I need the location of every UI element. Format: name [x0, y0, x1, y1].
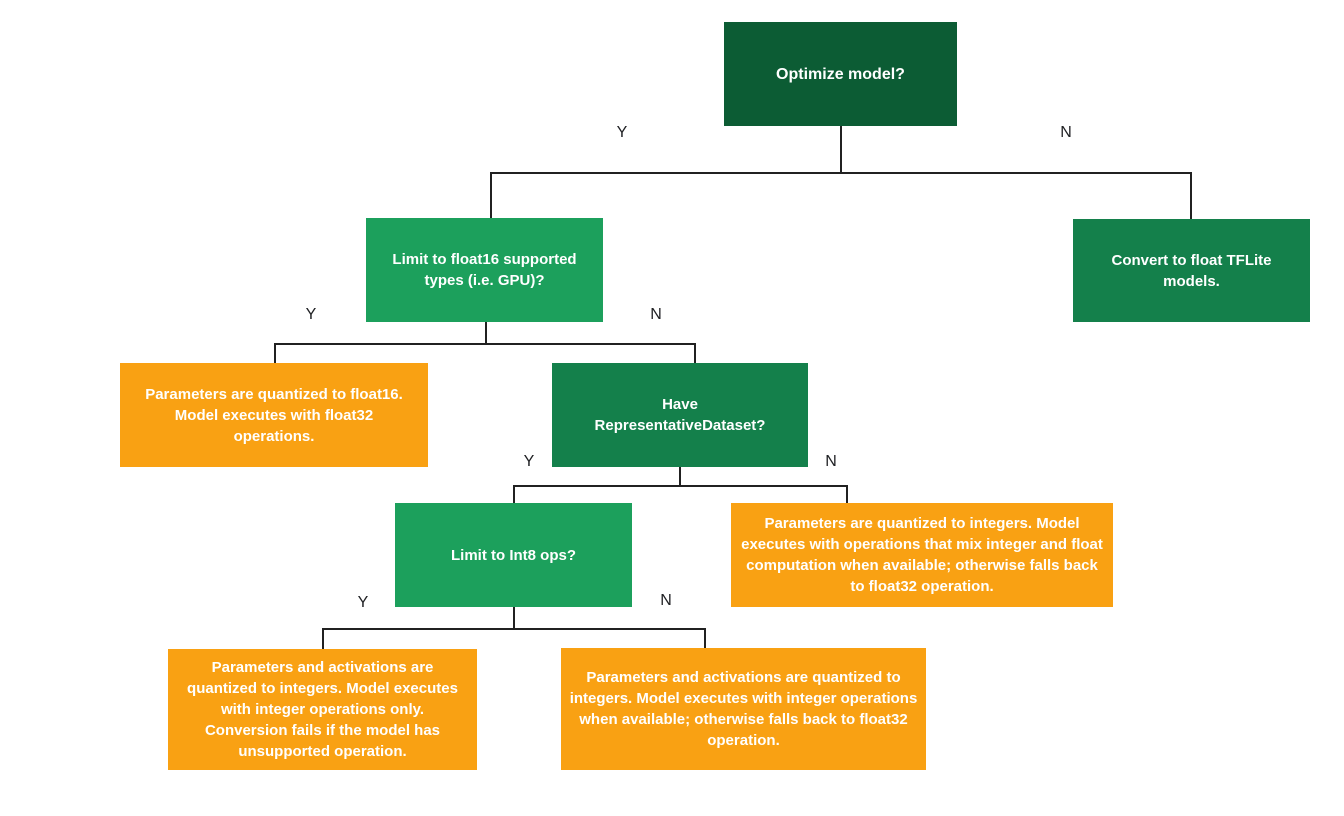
node-outcome-integer-mixed-label: Parameters are quantized to integers. Mo… [741, 515, 1103, 595]
connector-level2-yes-drop [274, 343, 276, 363]
branch-label-no-int8: N [660, 592, 672, 609]
connector-level4-branch [322, 628, 706, 630]
node-optimize-model-label: Optimize model? [776, 65, 905, 83]
connector-level1-branch [490, 172, 1192, 174]
connector-level4-no-drop [704, 628, 706, 648]
connector-level1-no-drop [1190, 172, 1192, 219]
node-outcome-integer-only: Parameters and activations are quantized… [168, 649, 477, 770]
node-limit-float16-label: Limit to float16 supported types (i.e. G… [392, 251, 577, 289]
node-outcome-integer-fallback-label: Parameters and activations are quantized… [569, 669, 918, 749]
connector-level2-no-drop [694, 343, 696, 363]
node-limit-float16: Limit to float16 supported types (i.e. G… [366, 218, 603, 322]
branch-label-yes-optimize: Y [616, 124, 628, 141]
node-outcome-quantized-float16-label: Parameters are quantized to float16. Mod… [145, 385, 403, 445]
branch-label-no-optimize: N [1060, 124, 1072, 141]
node-outcome-integer-only-label: Parameters and activations are quantized… [187, 659, 458, 760]
branch-label-yes-int8: Y [357, 594, 369, 611]
branch-label-no-dataset: N [825, 453, 837, 470]
connector-level2-branch [274, 343, 696, 345]
node-have-representative-dataset: Have RepresentativeDataset? [552, 363, 808, 467]
branch-label-yes-dataset: Y [523, 453, 535, 470]
connector-optimize-stem [840, 126, 842, 172]
node-optimize-model: Optimize model? [724, 22, 957, 126]
connector-level3-no-drop [846, 485, 848, 503]
node-limit-int8: Limit to Int8 ops? [395, 503, 632, 607]
node-have-representative-dataset-label: Have RepresentativeDataset? [594, 396, 766, 434]
connector-int8-stem [513, 607, 515, 628]
branch-label-yes-float16: Y [305, 306, 317, 323]
connector-level3-yes-drop [513, 485, 515, 503]
node-outcome-integer-fallback: Parameters and activations are quantized… [561, 648, 926, 770]
node-convert-float-tflite: Convert to float TFLite models. [1073, 219, 1310, 322]
connector-level4-yes-drop [322, 628, 324, 649]
connector-dataset-stem [679, 467, 681, 485]
connector-level1-yes-drop [490, 172, 492, 218]
node-limit-int8-label: Limit to Int8 ops? [451, 546, 576, 564]
connector-level3-branch [513, 485, 848, 487]
branch-label-no-float16: N [650, 306, 662, 323]
node-outcome-integer-mixed: Parameters are quantized to integers. Mo… [731, 503, 1113, 607]
connector-float16-stem [485, 322, 487, 343]
node-outcome-quantized-float16: Parameters are quantized to float16. Mod… [120, 363, 428, 467]
node-convert-float-tflite-label: Convert to float TFLite models. [1111, 251, 1272, 290]
